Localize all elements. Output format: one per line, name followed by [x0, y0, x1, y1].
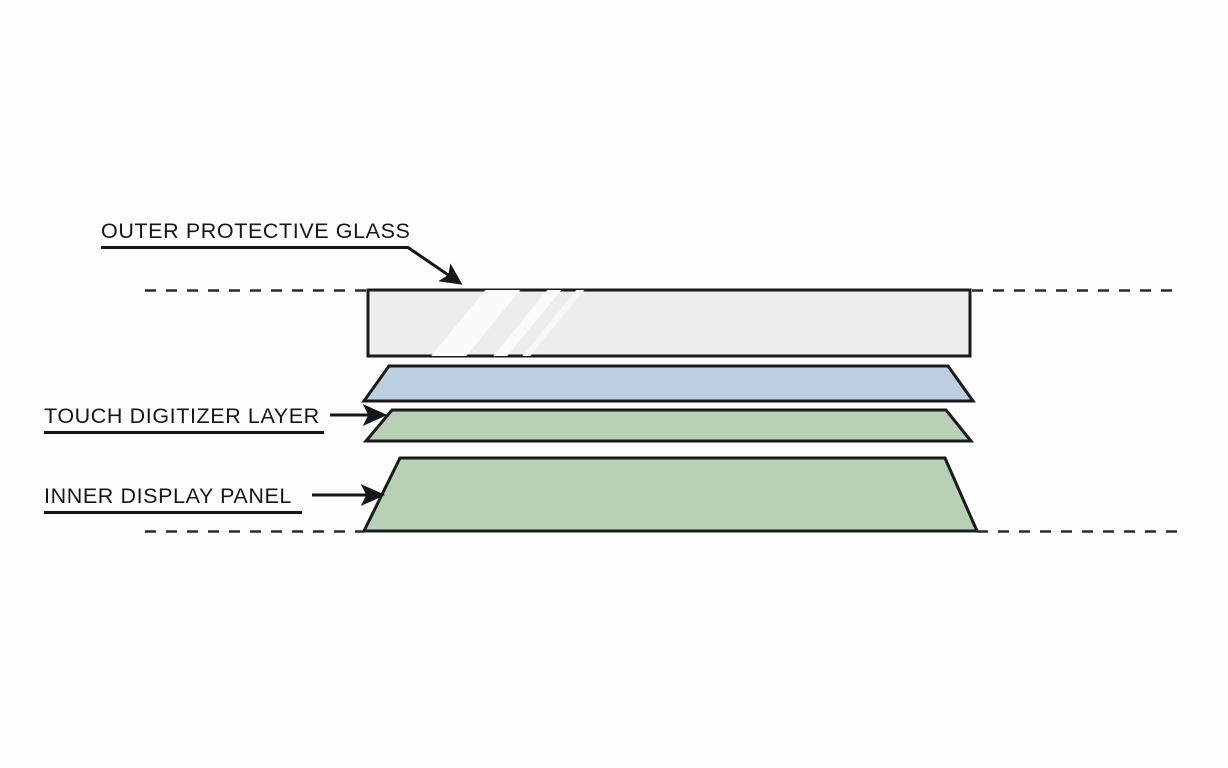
glass-layer: [366, 288, 972, 358]
label-inner-display-panel[interactable]: INNER DISPLAY PANEL: [44, 483, 386, 514]
label-outer-protective-glass-text: OUTER PROTECTIVE GLASS: [101, 219, 410, 243]
display-panel-layer: [361, 456, 980, 533]
label-touch-digitizer-layer-text: TOUCH DIGITIZER LAYER: [44, 404, 320, 428]
display-panel-layer-body: [361, 456, 980, 533]
glass-highlight-narrow: [493, 290, 562, 356]
label-inner-display-panel-text: INNER DISPLAY PANEL: [44, 484, 292, 508]
reference-lines-group: [145, 289, 1182, 533]
leader-outer-protective-glass: [101, 246, 463, 285]
label-outer-protective-glass[interactable]: OUTER PROTECTIVE GLASS: [101, 219, 463, 285]
digitizer-layer-body: [362, 408, 975, 443]
adhesive-layer-body: [361, 364, 976, 403]
digitizer-layer: [362, 408, 975, 443]
adhesive-layer: [361, 364, 976, 403]
glass-highlight-thin: [522, 290, 585, 356]
label-touch-digitizer-layer[interactable]: TOUCH DIGITIZER LAYER: [44, 403, 388, 434]
glass-highlight-wide: [431, 290, 521, 356]
glass-highlight-group: [431, 290, 585, 356]
